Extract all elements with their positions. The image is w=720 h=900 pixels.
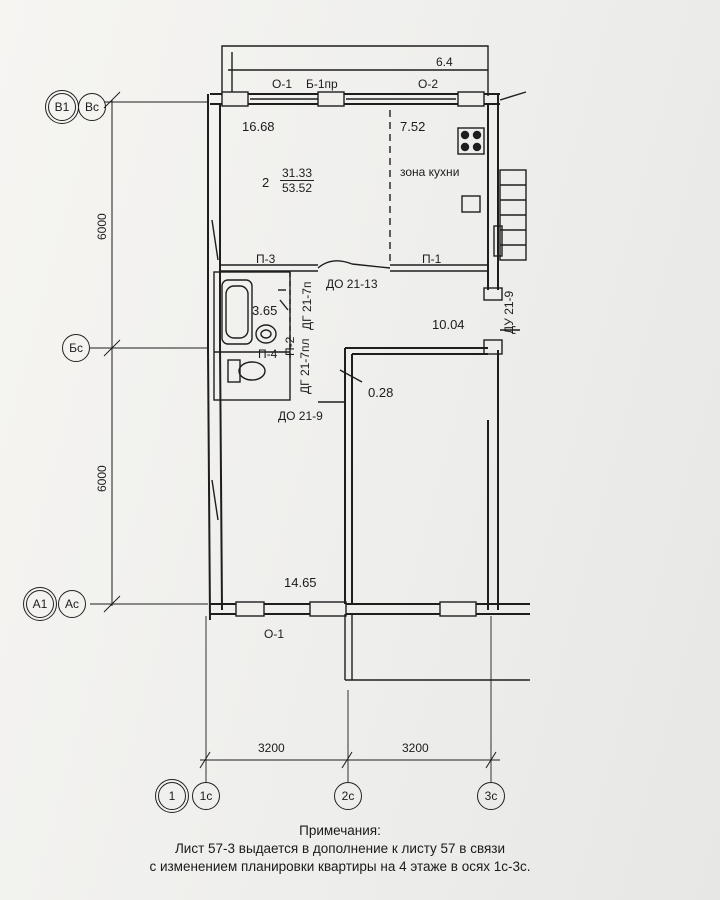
window-o1-top [221, 91, 249, 107]
sink [255, 324, 277, 344]
balcony-outline [221, 45, 489, 96]
dim-horizontal-right: 3200 [402, 741, 429, 755]
axis-bubble-vs: Вс [78, 93, 106, 121]
living-area: 31.33 [280, 166, 315, 181]
apartment-area-fraction: 31.33 53.52 [280, 166, 315, 195]
partition-p4-label: П-4 [258, 347, 278, 361]
partition-p2-label: П-2 [283, 336, 297, 356]
axis-bubble-2s: 2с [334, 782, 362, 810]
kitchen-zone-label: зона кухни [400, 165, 460, 179]
window-o1-bottom [235, 601, 265, 617]
axis-bubble-bs: Бс [62, 334, 90, 362]
wall-left-inner [219, 104, 223, 611]
note-title: Примечания: [299, 823, 381, 838]
drawing-note: Примечания: Лист 57-3 выдается в дополне… [60, 822, 620, 875]
window-o1-top-label: О-1 [272, 77, 293, 91]
balcony-area: 6.4 [436, 55, 453, 69]
dim-vertical-bottom: 6000 [95, 465, 109, 492]
closet-area: 0.28 [368, 385, 394, 400]
door-arc-do-21-13 [317, 260, 353, 269]
hall-area: 10.04 [432, 317, 465, 332]
axis-bubble-a1: А1 [23, 587, 57, 621]
balcony-door [317, 91, 345, 107]
window-o1-bottom-label: О-1 [264, 627, 285, 641]
note-line-1: Лист 57-3 выдается в дополнение к листу … [174, 840, 506, 856]
door-dg-21-7pl-label: ДГ 21-7пл [298, 338, 312, 394]
axis-bubble-as: Ас [58, 590, 86, 618]
window-o2-top [457, 91, 485, 107]
stove [457, 127, 485, 155]
partition-p1-label: П-1 [422, 252, 442, 266]
door-dg-21-7p-label: ДГ 21-7п [300, 281, 314, 330]
axis-bubble-1s: 1с [192, 782, 220, 810]
axis-bubble-3s: 3с [477, 782, 505, 810]
apartment-room-count: 2 [262, 175, 270, 190]
axis-bubble-1: 1 [155, 779, 189, 813]
wall-left-outer [207, 94, 211, 621]
toilet [227, 359, 241, 383]
door-du-21-9-label: ДУ 21-9 [502, 290, 516, 334]
window-o2-top-label: О-2 [418, 77, 439, 91]
kitchen-sink [461, 195, 481, 213]
room-area-top-left: 16.68 [242, 119, 275, 134]
bath-area: 3.65 [252, 303, 278, 318]
room-area-bottom: 14.65 [284, 575, 317, 590]
door-do-21-13-label: ДО 21-13 [326, 277, 378, 291]
kitchen-area: 7.52 [400, 119, 426, 134]
axis-bubble-v1: В1 [45, 90, 79, 124]
total-area: 53.52 [282, 181, 313, 195]
partition-p3-label: П-3 [256, 252, 276, 266]
dim-vertical-top: 6000 [95, 213, 109, 240]
note-line-2: с изменением планировки квартиры на 4 эт… [149, 858, 531, 874]
dim-horizontal-left: 3200 [258, 741, 285, 755]
balcony-door-label: Б-1пр [306, 77, 338, 91]
bathtub [221, 279, 253, 345]
door-do-21-9-label: ДО 21-9 [278, 409, 323, 423]
